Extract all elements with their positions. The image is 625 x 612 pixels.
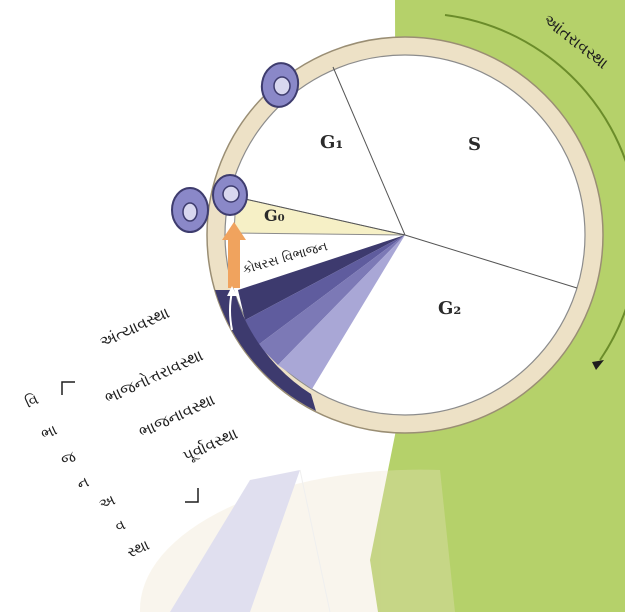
mitosis-char-4: ન [74, 473, 92, 494]
g0-label: G₀ [264, 206, 285, 225]
s-g2-boundary [404, 234, 578, 289]
interphase-arc [444, 14, 625, 361]
cell-top [260, 62, 300, 108]
mitosis-wedge-metaphase [258, 235, 405, 365]
reflection [139, 469, 455, 612]
mitosis-char-6: વ [112, 515, 128, 535]
mitosis-ring-band [215, 290, 316, 411]
mitosis-wedge-anaphase [245, 235, 405, 345]
s-label: S [468, 134, 481, 155]
interphase-arc-arrowhead [592, 360, 604, 370]
mitosis-char-3: જ [58, 447, 79, 470]
mitosis-char-5: અ [96, 491, 118, 514]
cell-g0-left [171, 187, 209, 233]
g2-label: G₂ [438, 298, 461, 319]
stage-bracket-bottom [185, 488, 199, 503]
g1-boundary [332, 66, 406, 236]
cytokinesis-arrow [222, 222, 246, 288]
mitosis-char-2: ભા [38, 421, 60, 444]
mitosis-char-1: વિ [22, 390, 41, 412]
stage-prophase-label: પૂર્વાવસ્થા [180, 424, 241, 466]
mitosis-wedge-telophase [238, 235, 405, 320]
stage-bracket-top [61, 381, 75, 395]
cell-g0-right [212, 174, 248, 216]
mitosis-wedge-prophase [278, 235, 405, 389]
stage-metaphase-label: ભાજનાવસ્થા [136, 390, 218, 442]
g1-start-boundary [235, 196, 406, 236]
mitosis-char-7: સ્થા [124, 536, 152, 562]
g1-label: G₁ [320, 132, 343, 153]
stage-telophase-label: અંત્યાવસ્થા [97, 303, 173, 352]
